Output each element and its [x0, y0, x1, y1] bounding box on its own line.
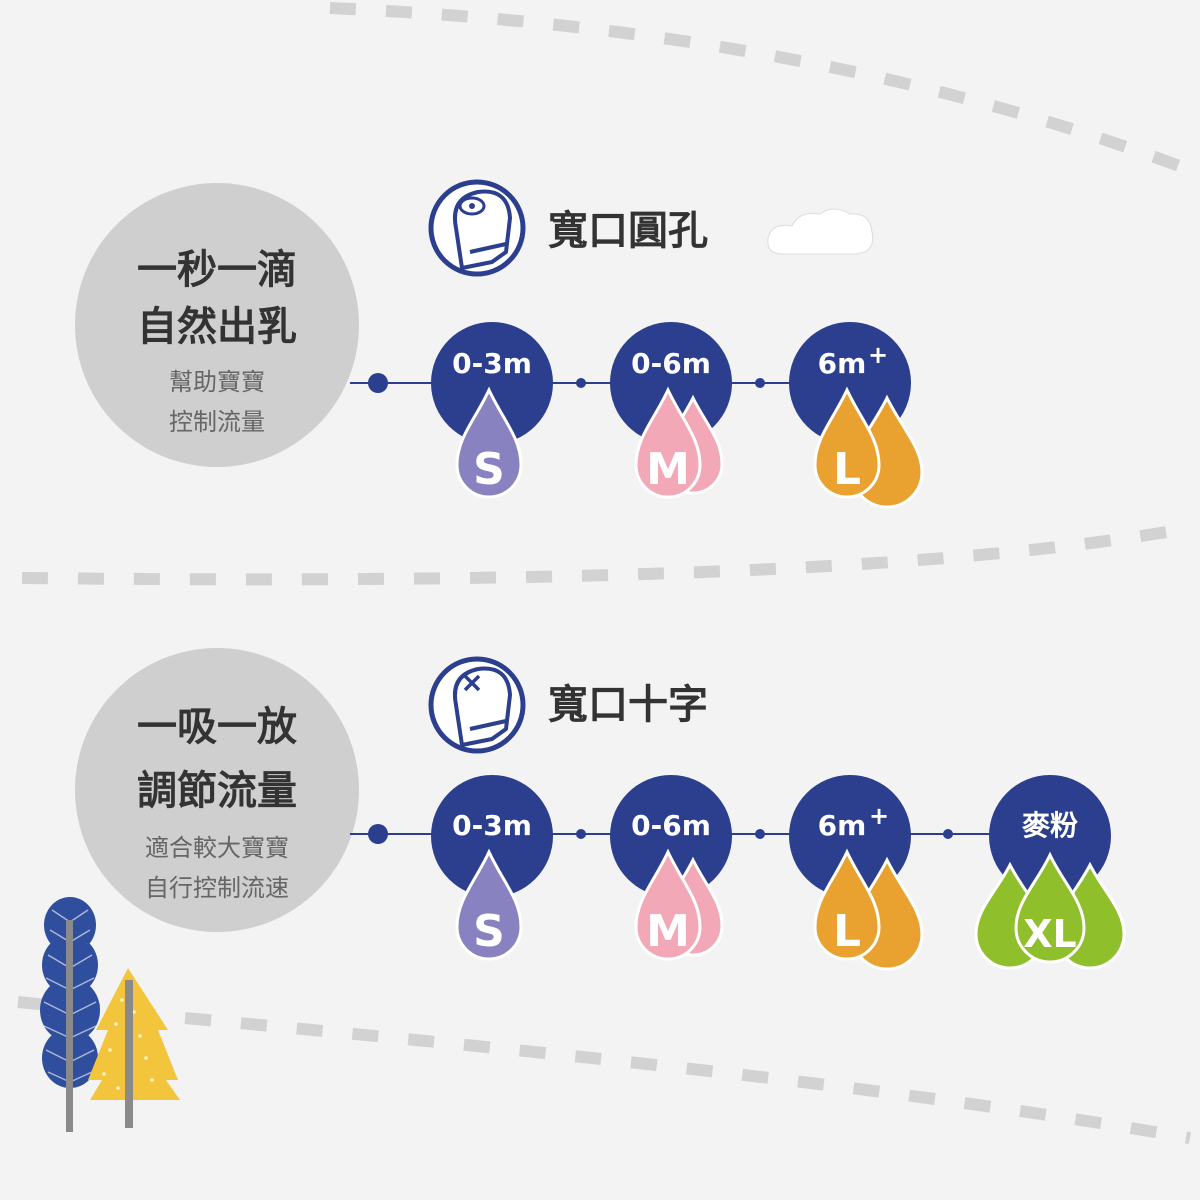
timeline-dot: [755, 829, 765, 839]
cloud-icon: [767, 208, 874, 255]
milk-drop-icon: [634, 386, 702, 499]
age-label: 0-3m: [452, 809, 532, 842]
milk-drop-icon: [1014, 851, 1086, 964]
size-badge-s: 0-3m S: [431, 322, 553, 499]
milk-drop-icon: [813, 386, 881, 499]
milk-drop-icon: [813, 848, 881, 961]
age-plus-label: +: [869, 802, 889, 830]
section-cross-cut: 一吸一放 調節流量 適合較大寶寶 自行控制流速 寬口十字 0-3m S 0-6m…: [75, 648, 1126, 971]
flow-size-label: L: [833, 906, 861, 957]
feature-title-line1: 一吸一放: [137, 704, 297, 750]
feature-subtitle-line1: 適合較大寶寶: [145, 834, 289, 862]
timeline-dot: [943, 829, 953, 839]
dashed-path-decoration: [17, 2, 1193, 1144]
size-badge-m: 0-6m M: [610, 322, 732, 499]
timeline-start-dot: [368, 373, 388, 393]
age-label: 0-6m: [631, 809, 711, 842]
dashed-path-middle: [21, 522, 1192, 586]
size-badge-s: 0-3m S: [431, 775, 553, 961]
milk-drop-icon: [634, 848, 702, 961]
flow-size-label: S: [473, 906, 505, 957]
size-badge-l: 6m + L: [789, 322, 924, 509]
feature-subtitle-line2: 自行控制流速: [145, 874, 289, 902]
age-label: 6m: [818, 347, 867, 380]
dashed-path-top: [329, 2, 1193, 176]
dashed-path-bottom: [17, 996, 1192, 1144]
age-label: 麥粉: [1021, 809, 1078, 842]
milk-drop-icon: [455, 386, 523, 499]
feature-title-line2: 調節流量: [137, 768, 297, 814]
age-plus-label: +: [868, 341, 888, 369]
feature-circle: [75, 648, 359, 932]
size-badge-xl: 麥粉 XL: [974, 775, 1126, 970]
round-hole-nipple-icon: [428, 179, 526, 277]
trees-decoration: [40, 897, 180, 1132]
size-badge-l: 6m + L: [789, 775, 924, 971]
flow-size-label: M: [646, 444, 690, 495]
feature-title-line2: 自然出乳: [137, 304, 297, 350]
blue-tree-icon: [40, 897, 100, 1132]
flow-size-label: XL: [1023, 912, 1077, 956]
feature-subtitle-line1: 幫助寶寶: [169, 368, 265, 396]
size-badge-m: 0-6m M: [610, 775, 732, 961]
nipple-type-label: 寬口十字: [548, 682, 708, 728]
section-round-hole: 一秒一滴 自然出乳 幫助寶寶 控制流量 寬口圓孔 0-3m S 0-6m M: [75, 179, 924, 509]
feature-circle: [75, 183, 359, 467]
flow-size-label: M: [646, 906, 690, 957]
timeline-dot: [576, 378, 586, 388]
flow-size-label: S: [473, 444, 505, 495]
timeline-start-dot: [368, 824, 388, 844]
nipple-type-label: 寬口圓孔: [548, 208, 708, 254]
cross-cut-nipple-icon: [428, 656, 526, 754]
flow-size-label: L: [833, 444, 861, 495]
timeline-dot: [576, 829, 586, 839]
age-label: 0-3m: [452, 347, 532, 380]
feature-title-line1: 一秒一滴: [137, 247, 297, 293]
milk-drop-icon: [455, 848, 523, 961]
feature-subtitle-line2: 控制流量: [169, 408, 265, 436]
timeline-dot: [755, 378, 765, 388]
yellow-tree-icon: [88, 968, 180, 1128]
age-label: 0-6m: [631, 347, 711, 380]
age-label: 6m: [818, 809, 867, 842]
